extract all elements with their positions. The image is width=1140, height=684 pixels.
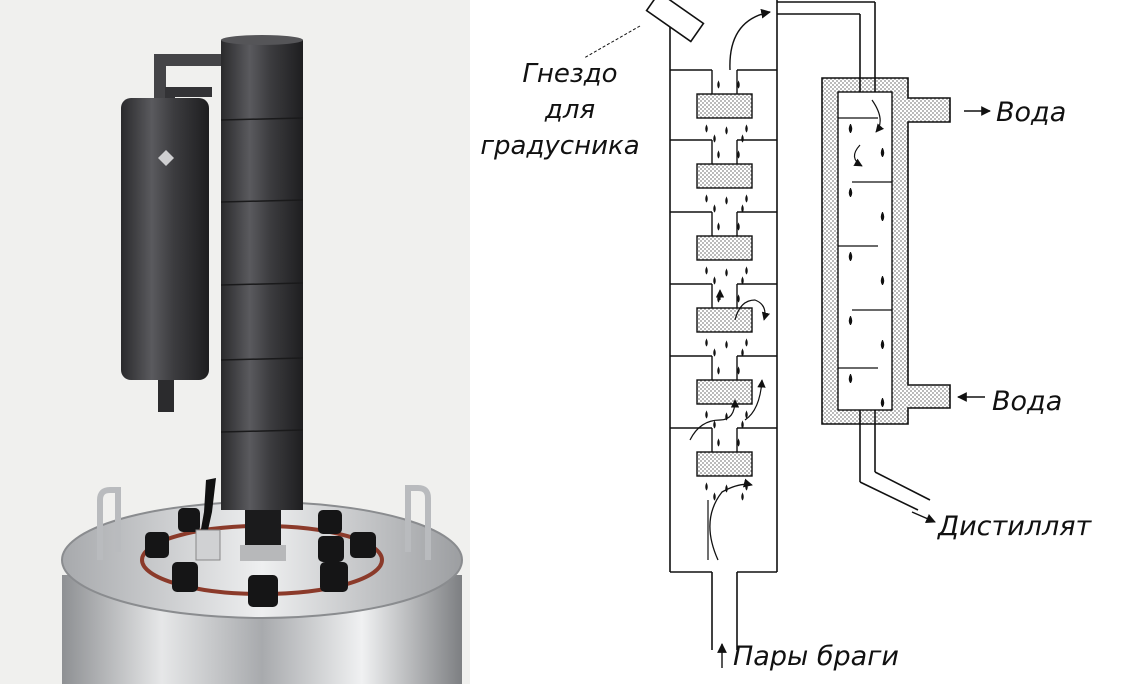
boiler-handle-left — [97, 487, 121, 560]
droplet — [725, 196, 728, 205]
mash-column — [220, 35, 304, 561]
mash-vapors-label: Пары браги — [733, 641, 899, 672]
distillate-label: Дистиллят — [937, 511, 1093, 542]
droplet — [705, 194, 708, 203]
brand-logo — [158, 150, 174, 166]
droplet — [880, 340, 885, 349]
tray-5 — [670, 355, 777, 429]
tray-2 — [670, 139, 777, 213]
droplet — [745, 410, 748, 419]
droplet — [880, 212, 885, 221]
droplet — [705, 124, 708, 133]
droplet — [705, 410, 708, 419]
droplet — [713, 276, 716, 285]
droplet — [745, 482, 748, 491]
droplet — [745, 338, 748, 347]
thermometer-label-line2: для — [544, 95, 595, 125]
droplet — [713, 134, 716, 143]
condenser — [121, 54, 221, 412]
thermometer-label-line3: градусника — [480, 131, 639, 161]
droplet — [717, 294, 720, 303]
thermometer-socket — [583, 0, 705, 59]
lid-bolts — [145, 508, 376, 607]
coupling — [195, 529, 221, 561]
droplet — [745, 124, 748, 133]
droplet — [717, 80, 720, 89]
tray-6 — [670, 427, 777, 501]
water-in-label: Вода — [992, 386, 1062, 417]
droplet — [848, 252, 853, 261]
droplet — [713, 420, 716, 429]
droplet — [880, 276, 885, 285]
droplet — [880, 148, 885, 157]
droplet — [713, 204, 716, 213]
droplet — [741, 134, 744, 143]
droplet — [725, 126, 728, 135]
vapor-inlet — [670, 571, 777, 650]
distiller-photo — [0, 0, 470, 684]
column-diagram: Гнездо для градусника Вода Вода Дистилля… — [480, 0, 1093, 672]
tray-3 — [670, 211, 777, 285]
droplet — [717, 438, 720, 447]
condenser-jacket — [821, 2, 951, 511]
droplet — [880, 398, 885, 407]
droplet — [745, 266, 748, 275]
droplet — [717, 366, 720, 375]
distillate-arrow — [911, 511, 936, 523]
droplet — [848, 316, 853, 325]
tray-4 — [670, 283, 777, 357]
droplet — [725, 268, 728, 277]
water-out-label: Вода — [996, 97, 1066, 128]
droplet — [705, 266, 708, 275]
droplet — [705, 482, 708, 491]
boiler-handle-right — [405, 485, 431, 560]
trays — [670, 69, 777, 501]
droplet — [713, 492, 716, 501]
droplet — [741, 492, 744, 501]
droplet — [713, 348, 716, 357]
droplet — [848, 124, 853, 133]
droplet — [725, 484, 728, 493]
droplet — [848, 188, 853, 197]
droplet — [745, 194, 748, 203]
thermometer-label-line1: Гнездо — [522, 59, 617, 89]
droplet — [725, 340, 728, 349]
droplet — [705, 338, 708, 347]
droplet — [717, 222, 720, 231]
droplet — [848, 374, 853, 383]
tray-1 — [670, 69, 777, 143]
droplet — [717, 150, 720, 159]
